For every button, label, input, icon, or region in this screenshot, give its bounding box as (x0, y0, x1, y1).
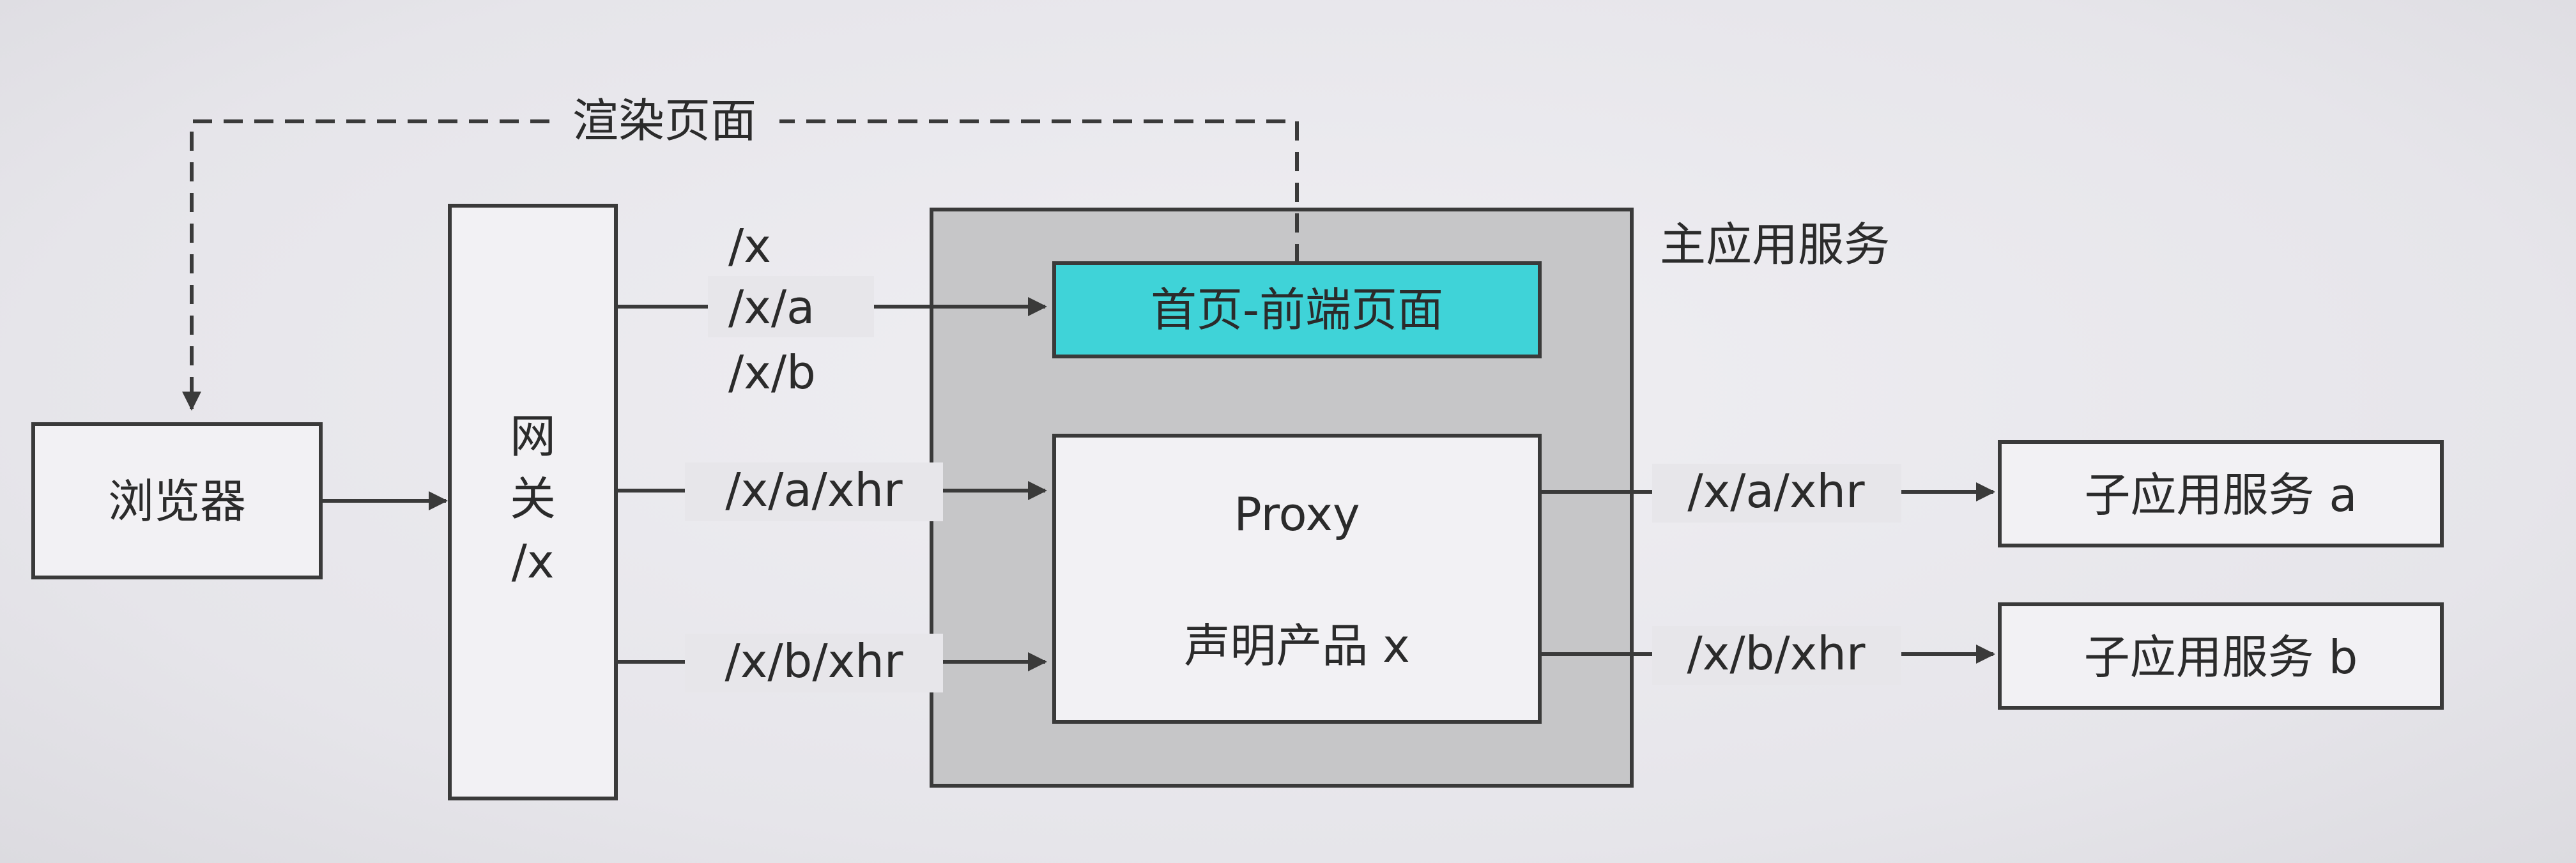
page-route-x-b: /x/b (728, 346, 816, 399)
xhr-b-label-bg (685, 634, 943, 692)
browser-box (31, 422, 323, 579)
proxy-box (1052, 434, 1542, 724)
xhr-a-label-bg (685, 462, 943, 521)
page-route-label-bg (708, 276, 874, 337)
proxy-title: Proxy (1234, 487, 1360, 541)
out-xhr-b-label: /x/b/xhr (1687, 627, 1866, 680)
sub-app-a-box (1998, 440, 2444, 547)
homepage-label: 首页-前端页面 (1151, 283, 1443, 337)
xhr-a-label: /x/a/xhr (725, 463, 903, 517)
gateway-label-line1: 网 (510, 409, 556, 463)
page-route-x: /x (728, 219, 771, 273)
page-route-x-a: /x/a (728, 280, 815, 334)
browser-label: 浏览器 (108, 475, 246, 528)
sub-app-b-box (1998, 602, 2444, 710)
homepage-box (1052, 261, 1542, 358)
out-xhr-a-label: /x/a/xhr (1687, 464, 1865, 518)
proxy-subtitle: 声明产品 x (1184, 619, 1410, 673)
main-app-label: 主应用服务 (1660, 218, 1890, 271)
sub-app-a-label: 子应用服务 a (2084, 468, 2357, 522)
sub-app-b-label: 子应用服务 b (2084, 630, 2358, 684)
gateway-box (448, 204, 618, 800)
render-page-dashed-line (192, 119, 1299, 409)
gateway-label-line3: /x (512, 535, 555, 588)
gateway-label-line2: 关 (510, 472, 556, 526)
render-page-label: 渲染页面 (572, 94, 756, 148)
out-xhr-a-label-bg (1652, 464, 1901, 523)
out-xhr-b-label-bg (1652, 626, 1901, 685)
xhr-b-label: /x/b/xhr (725, 634, 903, 688)
